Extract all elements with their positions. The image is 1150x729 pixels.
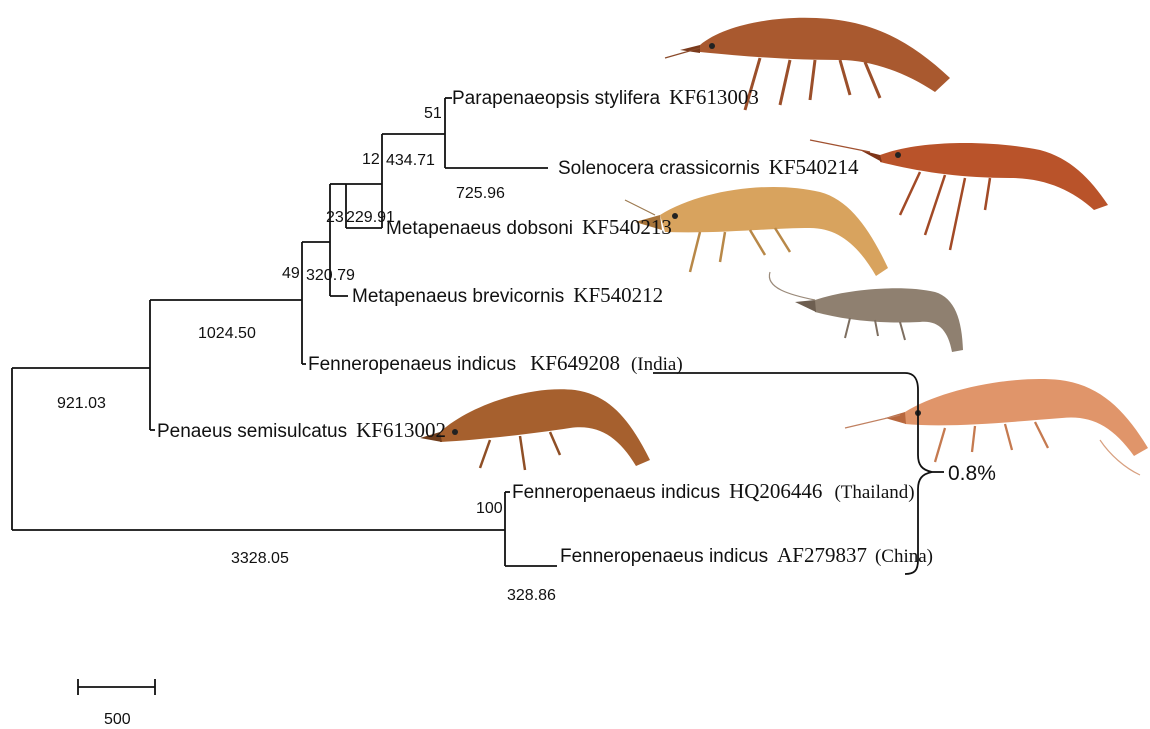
branch-length-3328: 3328.05: [231, 550, 289, 567]
branch-length-725: 725.96: [456, 185, 505, 202]
branch-length-434: 434.71: [386, 152, 435, 169]
bootstrap-51: 51: [424, 105, 442, 122]
scale-bar: 500: [78, 679, 155, 728]
branch-length-229: 229.91: [346, 209, 395, 226]
taxon-fenneropenaeus-china: Fenneropenaeus indicus AF279837 (China): [560, 543, 933, 567]
scale-bar-label: 500: [104, 711, 131, 728]
bootstrap-12: 12: [362, 151, 380, 168]
taxon-solenocera: Solenocera crassicornis KF540214: [558, 155, 859, 179]
tree-branches: [12, 98, 557, 566]
branch-length-320: 320.79: [306, 267, 355, 284]
taxon-penaeus-semisulcatus: Penaeus semisulcatus KF613002: [157, 418, 446, 442]
taxon-metapenaeus-brevicornis: Metapenaeus brevicornis KF540212: [352, 283, 663, 307]
bootstrap-100: 100: [476, 500, 503, 517]
taxon-parapenaeopsis: Parapenaeopsis stylifera KF613003: [452, 85, 759, 109]
branch-length-1024: 1024.50: [198, 325, 256, 342]
bootstrap-49: 49: [282, 265, 300, 282]
bootstrap-23: 23: [326, 209, 344, 226]
branch-length-328: 328.86: [507, 587, 556, 604]
shrimp-image-penaeus-semisulcatus: [420, 389, 650, 470]
divergence-label: 0.8%: [948, 462, 996, 485]
branch-length-921: 921.03: [57, 395, 106, 412]
taxon-fenneropenaeus-thailand: Fenneropenaeus indicus HQ206446 (Thailan…: [512, 479, 915, 503]
shrimp-image-fenneropenaeus: [845, 379, 1148, 475]
taxon-fenneropenaeus-india: Fenneropenaeus indicus KF649208 (India): [308, 351, 683, 375]
shrimp-image-metapenaeus-brevicornis: [769, 272, 963, 352]
taxon-metapenaeus-dobsoni: Metapenaeus dobsoni KF540213: [386, 215, 672, 239]
